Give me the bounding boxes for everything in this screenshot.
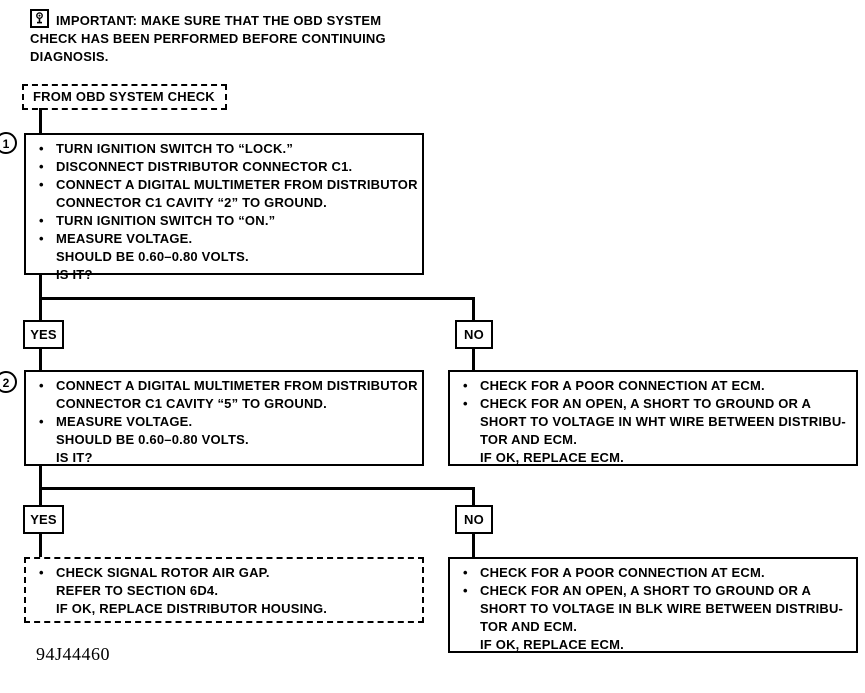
result-no2-box: •CHECK FOR A POOR CONNECTION AT ECM. •CH… bbox=[448, 557, 858, 653]
step2-line: •CONNECT A DIGITAL MULTIMETER FROM DISTR… bbox=[39, 378, 418, 393]
bullet-icon: • bbox=[463, 583, 468, 598]
decision-no-1: NO bbox=[455, 320, 493, 349]
important-note: IMPORTANT: MAKE SURE THAT THE OBD SYSTEM… bbox=[30, 9, 410, 66]
connector-yes2-to-result2 bbox=[39, 533, 42, 558]
connector-start-to-step1 bbox=[39, 108, 42, 134]
step1-line: •DISCONNECT DISTRIBUTOR CONNECTOR C1. bbox=[39, 159, 353, 174]
bullet-icon: • bbox=[39, 213, 44, 228]
decision-yes-2: YES bbox=[23, 505, 64, 534]
note-text: IMPORTANT: MAKE SURE THAT THE OBD SYSTEM bbox=[56, 13, 382, 28]
step1-line: SHOULD BE 0.60–0.80 VOLTS. bbox=[56, 249, 249, 264]
bullet-icon: • bbox=[39, 177, 44, 192]
result-yes2-line: REFER TO SECTION 6D4. bbox=[56, 583, 219, 598]
step2-box: •CONNECT A DIGITAL MULTIMETER FROM DISTR… bbox=[24, 370, 424, 466]
decision-no-2: NO bbox=[455, 505, 493, 534]
connector-no2-to-result3 bbox=[472, 533, 475, 558]
important-note-line2: CHECK HAS BEEN PERFORMED BEFORE CONTINUI… bbox=[30, 31, 386, 46]
start-node-from-obd-system-check: FROM OBD SYSTEM CHECK bbox=[22, 84, 227, 110]
result-no2-line: IF OK, REPLACE ECM. bbox=[480, 637, 624, 652]
connector-branch1-horizontal bbox=[39, 297, 475, 300]
result-no2-line: •CHECK FOR AN OPEN, A SHORT TO GROUND OR… bbox=[463, 583, 812, 598]
connector-step2-to-yes2 bbox=[39, 465, 42, 506]
result-no1-line: IF OK, REPLACE ECM. bbox=[480, 450, 624, 465]
connector-branch2-horizontal bbox=[39, 487, 475, 490]
decision-yes-1: YES bbox=[23, 320, 64, 349]
step1-line: •CONNECT A DIGITAL MULTIMETER FROM DISTR… bbox=[39, 177, 418, 192]
step2-number-badge: 2 bbox=[0, 371, 17, 393]
bullet-icon: • bbox=[39, 378, 44, 393]
result-yes2-line: IF OK, REPLACE DISTRIBUTOR HOUSING. bbox=[56, 601, 328, 616]
step1-line: •MEASURE VOLTAGE. bbox=[39, 231, 193, 246]
bullet-icon: • bbox=[39, 414, 44, 429]
step2-line: IS IT? bbox=[56, 450, 93, 465]
result-yes2-box: •CHECK SIGNAL ROTOR AIR GAP. REFER TO SE… bbox=[24, 557, 424, 623]
bullet-icon: • bbox=[463, 565, 468, 580]
step1-number-badge: 1 bbox=[0, 132, 17, 154]
step1-line: •TURN IGNITION SWITCH TO “LOCK.” bbox=[39, 141, 294, 156]
connector-yes1-to-step2 bbox=[39, 348, 42, 371]
test-lamp-icon bbox=[30, 9, 49, 28]
step2-line: CONNECTOR C1 CAVITY “5” TO GROUND. bbox=[56, 396, 327, 411]
bullet-icon: • bbox=[39, 231, 44, 246]
bullet-icon: • bbox=[463, 396, 468, 411]
result-no2-line: SHORT TO VOLTAGE IN BLK WIRE BETWEEN DIS… bbox=[480, 601, 844, 616]
connector-branch1-to-no1 bbox=[472, 297, 475, 321]
important-note-line1: IMPORTANT: MAKE SURE THAT THE OBD SYSTEM bbox=[30, 9, 410, 30]
step1-line: •TURN IGNITION SWITCH TO “ON.” bbox=[39, 213, 276, 228]
result-no1-line: •CHECK FOR A POOR CONNECTION AT ECM. bbox=[463, 378, 765, 393]
connector-branch2-to-no2 bbox=[472, 487, 475, 506]
step2-line: SHOULD BE 0.60–0.80 VOLTS. bbox=[56, 432, 249, 447]
result-no2-line: TOR AND ECM. bbox=[480, 619, 578, 634]
result-yes2-line: •CHECK SIGNAL ROTOR AIR GAP. bbox=[39, 565, 270, 580]
important-note-line3: DIAGNOSIS. bbox=[30, 49, 109, 64]
result-no1-box: •CHECK FOR A POOR CONNECTION AT ECM. •CH… bbox=[448, 370, 858, 466]
bullet-icon: • bbox=[463, 378, 468, 393]
bullet-icon: • bbox=[39, 141, 44, 156]
step1-line: CONNECTOR C1 CAVITY “2” TO GROUND. bbox=[56, 195, 327, 210]
result-no1-line: SHORT TO VOLTAGE IN WHT WIRE BETWEEN DIS… bbox=[480, 414, 846, 429]
step1-line: IS IT? bbox=[56, 267, 93, 282]
result-no1-line: •CHECK FOR AN OPEN, A SHORT TO GROUND OR… bbox=[463, 396, 812, 411]
result-no2-line: •CHECK FOR A POOR CONNECTION AT ECM. bbox=[463, 565, 765, 580]
bullet-icon: • bbox=[39, 159, 44, 174]
figure-id: 94J44460 bbox=[36, 644, 111, 664]
step1-box: •TURN IGNITION SWITCH TO “LOCK.” •DISCON… bbox=[24, 133, 424, 282]
result-no1-line: TOR AND ECM. bbox=[480, 432, 578, 447]
bullet-icon: • bbox=[39, 565, 44, 580]
connector-no1-to-result1 bbox=[472, 348, 475, 371]
step2-line: •MEASURE VOLTAGE. bbox=[39, 414, 193, 429]
